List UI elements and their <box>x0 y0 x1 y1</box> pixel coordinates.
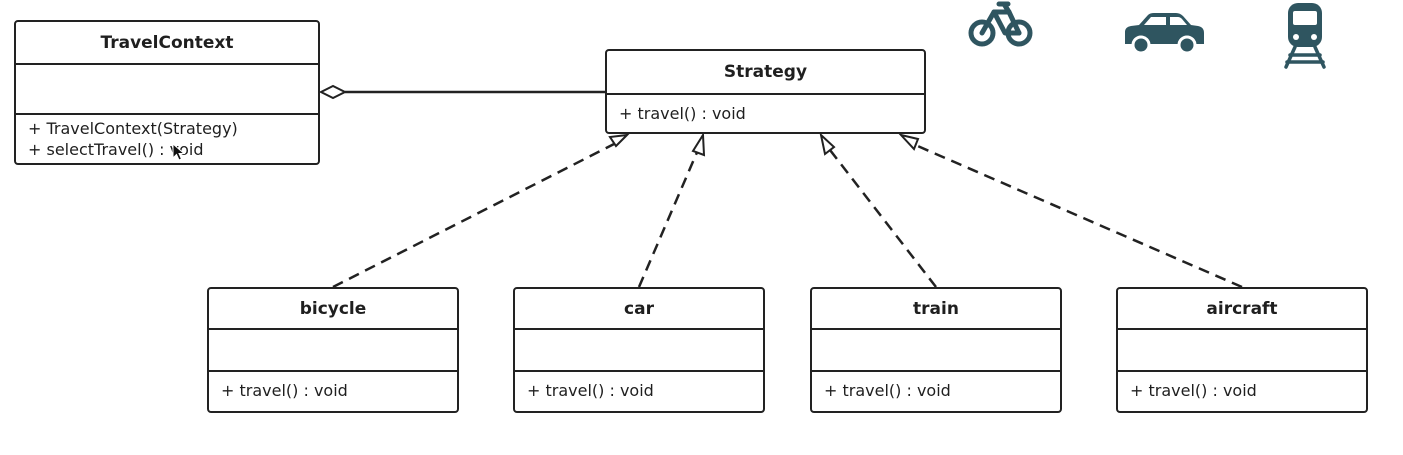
car-icon <box>1125 13 1204 55</box>
class-name: TravelContext <box>16 22 318 65</box>
class-operations: + travel() : void <box>1118 372 1366 401</box>
class-bicycle[interactable]: bicycle + travel() : void <box>207 287 459 413</box>
class-strategy[interactable]: Strategy + travel() : void <box>605 49 926 134</box>
bicycle-icon <box>968 1 1033 47</box>
operation-travel: + travel() : void <box>619 104 746 123</box>
class-operations: + travel() : void <box>812 372 1060 401</box>
class-name: train <box>812 289 1060 330</box>
realization-train-arrowhead <box>819 132 836 156</box>
realization-train-line <box>829 149 937 288</box>
class-operations: + travel() : void <box>515 372 763 401</box>
class-attributes <box>1118 330 1366 372</box>
operation-travel: + travel() : void <box>824 381 951 400</box>
class-train[interactable]: train + travel() : void <box>810 287 1062 413</box>
operation-travel: + travel() : void <box>527 381 654 400</box>
realization-car-line <box>637 149 700 288</box>
operation-travel: + travel() : void <box>221 381 348 400</box>
class-name: Strategy <box>607 51 924 95</box>
realization-bicycle-line <box>332 141 617 289</box>
operation-constructor: + TravelContext(Strategy) <box>28 119 238 138</box>
realization-aircraft-line <box>912 142 1243 289</box>
realization-bicycle-arrowhead <box>608 133 630 148</box>
class-attributes <box>812 330 1060 372</box>
class-name: bicycle <box>209 289 457 330</box>
class-name: car <box>515 289 763 330</box>
class-car[interactable]: car + travel() : void <box>513 287 765 413</box>
class-attributes <box>16 65 318 115</box>
realization-car-arrowhead <box>691 131 706 157</box>
class-travel-context[interactable]: TravelContext + TravelContext(Strategy) … <box>14 20 320 165</box>
class-operations: + travel() : void <box>209 372 457 401</box>
class-attributes <box>515 330 763 372</box>
class-attributes <box>209 330 457 372</box>
class-aircraft[interactable]: aircraft + travel() : void <box>1116 287 1368 413</box>
class-operations: + travel() : void <box>607 95 924 124</box>
class-name: aircraft <box>1118 289 1366 330</box>
aggregation-diamond <box>318 84 348 100</box>
cursor-icon <box>172 143 186 161</box>
class-operations: + TravelContext(Strategy) + selectTravel… <box>16 115 318 160</box>
operation-travel: + travel() : void <box>1130 381 1257 400</box>
realization-aircraft-arrowhead <box>898 133 920 151</box>
operation-select-travel: + selectTravel() : void <box>28 140 204 159</box>
train-icon <box>1284 3 1326 69</box>
